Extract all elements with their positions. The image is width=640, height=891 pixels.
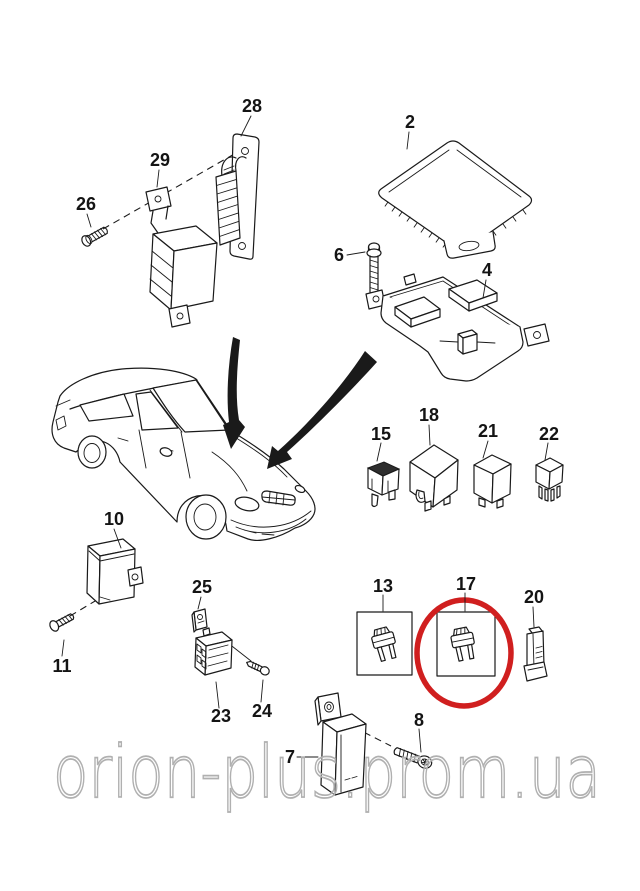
part-20-fuse-puller xyxy=(523,626,548,682)
callout-25: 25 xyxy=(192,577,212,597)
callout-11: 11 xyxy=(52,656,71,676)
callout-2: 2 xyxy=(405,112,415,132)
location-arrow-hood xyxy=(267,351,377,469)
callout-18: 18 xyxy=(419,405,439,425)
part-25-clip xyxy=(191,608,208,633)
watermark-text: orion-plus.prom.ua xyxy=(53,730,601,814)
part-13-mini-fuse xyxy=(356,611,413,676)
callout-22: 22 xyxy=(539,424,559,444)
callout-8: 8 xyxy=(414,710,424,730)
callout-23: 23 xyxy=(211,706,231,726)
part-10-control-module xyxy=(86,538,144,605)
callout-24: 24 xyxy=(252,701,272,721)
callout-15: 15 xyxy=(371,424,391,444)
callout-29: 29 xyxy=(150,150,170,170)
callout-21: 21 xyxy=(478,421,498,441)
part-26-screw xyxy=(81,226,108,247)
callout-20: 20 xyxy=(524,587,544,607)
part-4-fusebox-body xyxy=(365,273,550,382)
callout-4: 4 xyxy=(482,260,492,280)
leader-lines xyxy=(61,115,549,758)
part-21-relay-medium xyxy=(473,454,512,509)
part-17-mini-fuse xyxy=(436,611,496,677)
part-6-bolt xyxy=(366,242,382,297)
part-29-bracket-module xyxy=(145,186,218,328)
callout-28: 28 xyxy=(242,96,262,116)
callout-13: 13 xyxy=(373,576,393,596)
part-11-screw xyxy=(49,613,75,632)
location-arrow-cowl xyxy=(223,337,245,449)
part-8-bolt xyxy=(393,747,433,769)
part-22-relay-small xyxy=(535,457,564,502)
callout-10: 10 xyxy=(104,509,124,529)
part-2-fusebox-cover xyxy=(378,140,533,259)
part-23-relay-connector xyxy=(194,627,252,676)
part-18-relay-large xyxy=(409,444,459,512)
part-15-fuse-relay xyxy=(366,461,401,508)
callout-26: 26 xyxy=(76,194,96,214)
car-illustration xyxy=(51,367,316,541)
callout-6: 6 xyxy=(334,245,344,265)
part-24-screw xyxy=(246,660,270,676)
dashed-line-screw26-to-brackets xyxy=(102,152,237,230)
callout-17: 17 xyxy=(456,574,476,594)
part-7-module-bracket xyxy=(314,692,367,796)
part-28-bracket-grille xyxy=(215,133,260,260)
callout-7: 7 xyxy=(285,747,295,767)
highlight-circle-part-17 xyxy=(414,597,514,709)
